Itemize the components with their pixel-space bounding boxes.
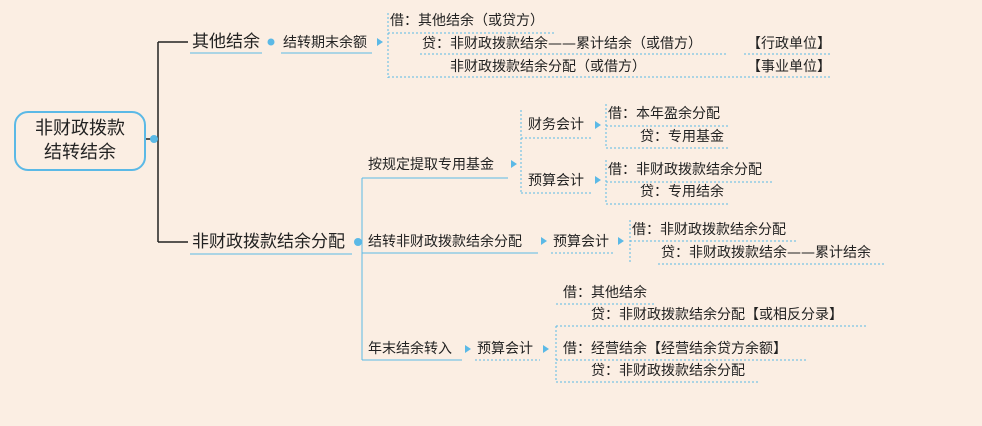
entry-yearend2-debit: 借：经营结余【经营结余贷方余额】 xyxy=(563,341,787,357)
node-financial-accounting: 财务会计 xyxy=(528,117,584,133)
node-transfer-distribution: 结转非财政拨款结余分配 xyxy=(368,234,522,250)
tag-public-institution: 【事业单位】 xyxy=(747,59,831,75)
entry-bud1-credit: 贷：专用结余 xyxy=(640,184,724,200)
entry-yearend2-credit: 贷：非财政拨款结余分配 xyxy=(591,363,745,379)
node-other-surplus: 其他结余 xyxy=(192,32,260,52)
entry-transfer-credit: 贷：非财政拨款结余——累计结余 xyxy=(661,245,871,261)
entry-other-debit: 借：其他结余（或贷方） xyxy=(390,13,544,29)
entry-transfer-debit: 借：非财政拨款结余分配 xyxy=(632,222,786,238)
root-node: 非财政拨款 结转结余 xyxy=(14,111,146,171)
node-surplus-distribution: 非财政拨款结余分配 xyxy=(192,232,345,252)
entry-fin-credit: 贷：专用基金 xyxy=(640,129,724,145)
entry-yearend1-debit: 借：其他结余 xyxy=(563,285,647,301)
entry-other-credit-2: 非财政拨款结余分配（或借方） xyxy=(450,59,646,75)
node-period-end-transfer: 结转期末余额 xyxy=(283,35,367,51)
entry-other-credit-1: 贷：非财政拨款结余——累计结余（或借方） xyxy=(422,36,702,52)
tag-admin-unit: 【行政单位】 xyxy=(747,36,831,52)
node-budget-accounting-2: 预算会计 xyxy=(553,234,609,250)
node-extract-special-fund: 按规定提取专用基金 xyxy=(368,157,494,173)
node-yearend-transfer: 年末结余转入 xyxy=(368,341,452,357)
entry-yearend1-credit: 贷：非财政拨款结余分配【或相反分录】 xyxy=(591,307,843,323)
node-budget-accounting-3: 预算会计 xyxy=(477,341,533,357)
entry-bud1-debit: 借：非财政拨款结余分配 xyxy=(608,162,762,178)
entry-fin-debit: 借：本年盈余分配 xyxy=(608,106,720,122)
node-budget-accounting-1: 预算会计 xyxy=(528,173,584,189)
